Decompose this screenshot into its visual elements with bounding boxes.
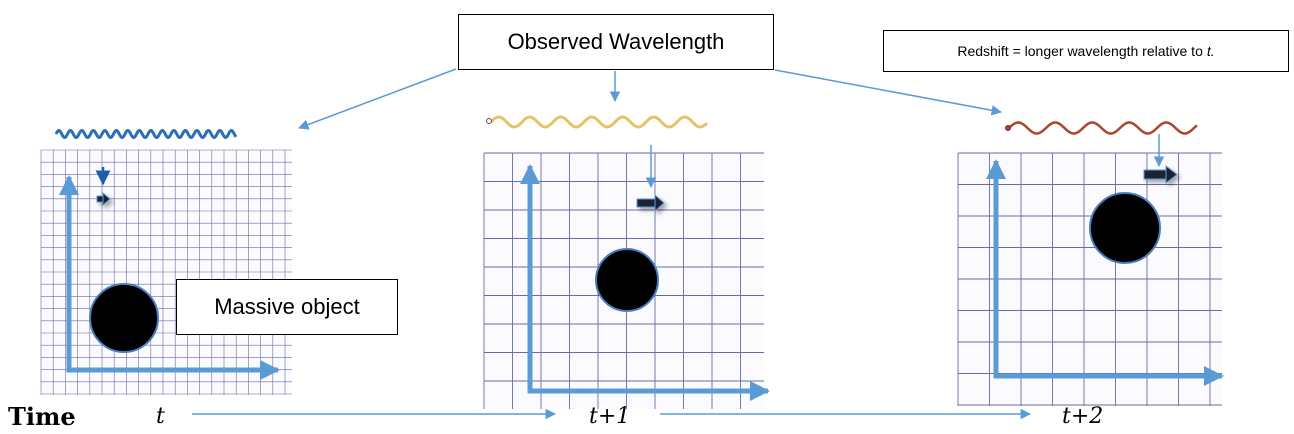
time-step-t1: t+1 (589, 404, 631, 429)
redshift-note-variable: t. (1206, 43, 1215, 59)
light-wave-t1 (489, 115, 709, 129)
light-wave-t2 (1008, 121, 1198, 135)
massive-object-t2 (1089, 192, 1161, 264)
light-wave-t (54, 128, 238, 140)
observed-wavelength-label: Observed Wavelength (507, 29, 725, 54)
grid-paper-t (40, 149, 292, 395)
panel-t (40, 128, 292, 395)
wave-origin-dot-t2 (1005, 125, 1011, 131)
observed-wavelength-box: Observed Wavelength (458, 14, 774, 70)
wave-origin-dot-t1 (486, 118, 492, 124)
wavelength-arrow-t (96, 191, 111, 207)
massive-object-label: Massive object (214, 294, 360, 319)
massive-object-label-box: Massive object (176, 279, 398, 335)
grid-paper-t2 (957, 152, 1222, 406)
title-connector-t (298, 68, 457, 130)
wavelength-arrow-t1 (636, 193, 665, 213)
time-step-t2: t+2 (1062, 404, 1104, 429)
title-connector-t2 (774, 69, 1003, 116)
wavelength-arrow-t2 (1143, 164, 1178, 185)
time-label: Time (8, 402, 76, 431)
panel-t1 (483, 115, 770, 409)
time-step-t: t (156, 404, 165, 429)
redshift-note-box: Redshift = longer wavelength relative to… (883, 30, 1289, 72)
massive-object-t (89, 283, 159, 353)
redshift-note-text: Redshift = longer wavelength relative to (957, 43, 1203, 59)
panel-t2 (957, 121, 1224, 406)
massive-object-t1 (595, 248, 659, 312)
